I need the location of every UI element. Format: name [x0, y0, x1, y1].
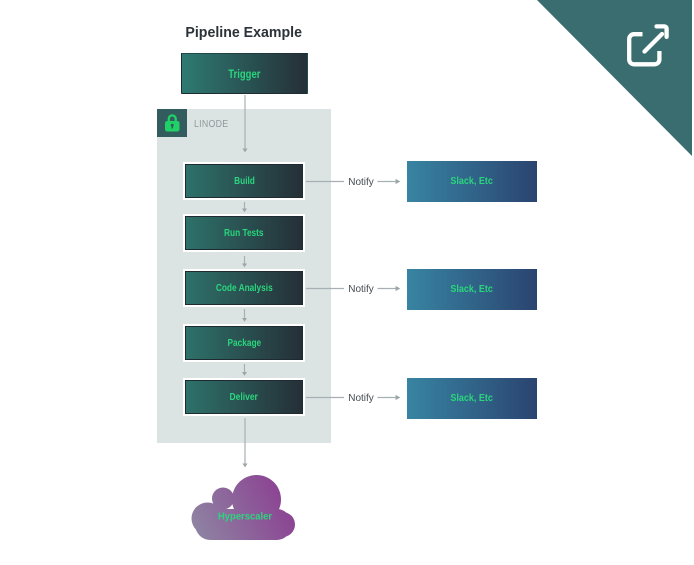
svg-text:Hyperscaler: Hyperscaler [218, 511, 272, 523]
